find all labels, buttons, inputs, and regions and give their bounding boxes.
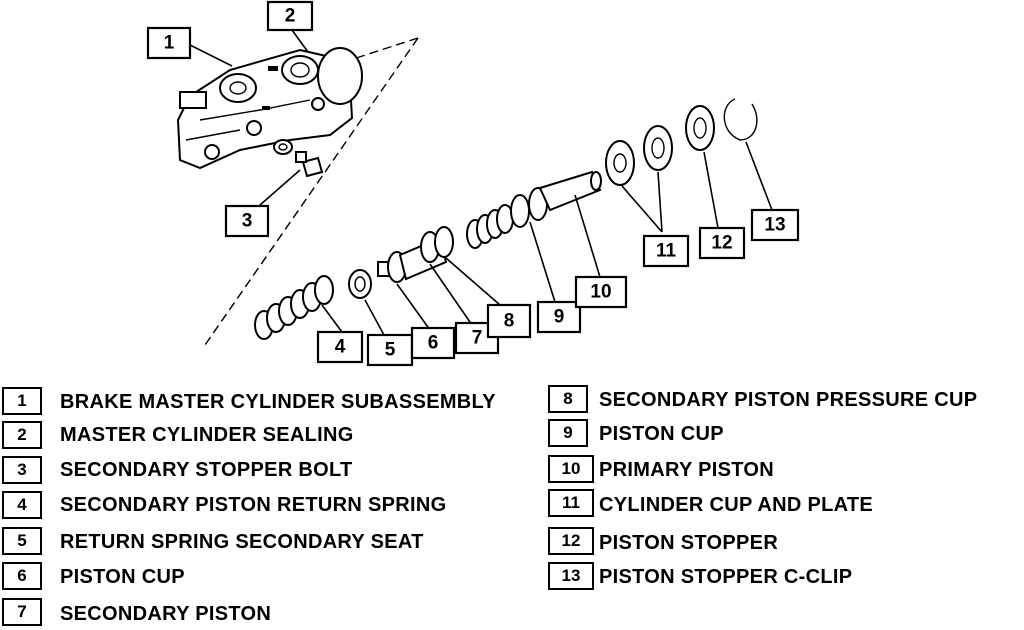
spring-seat [348,269,372,299]
legend-label: SECONDARY PISTON [60,603,272,625]
legend-label: PRIMARY PISTON [599,459,774,481]
sealing-ring [273,139,293,155]
svg-text:1: 1 [164,33,175,54]
piston-stopper [685,105,715,151]
legend-label: PISTON STOPPER [599,532,779,554]
svg-text:12: 12 [711,233,732,254]
legend-number-box: 8 [548,385,588,413]
legend-number-box: 1 [2,387,42,415]
c-clip [723,98,758,141]
callout-6: 6 [410,326,456,360]
primary-piston-assembly [466,170,602,249]
callout-8: 8 [486,303,532,339]
legend-label: MASTER CYLINDER SEALING [60,424,354,446]
svg-text:11: 11 [656,241,677,262]
callout-9: 9 [536,300,582,334]
svg-text:6: 6 [428,333,439,354]
secondary-piston [377,226,454,283]
legend-label: PISTON CUP [60,566,185,588]
svg-text:13: 13 [764,215,785,236]
stopper-bolt [295,151,324,178]
callout-1: 1 [146,26,192,60]
legend-number-box: 3 [2,456,42,484]
callout-3: 3 [224,204,270,238]
svg-text:9: 9 [554,307,565,328]
legend-number-box: 10 [548,455,594,483]
svg-text:5: 5 [385,340,396,361]
callout-13: 13 [750,208,800,242]
legend-label: PISTON STOPPER C-CLIP [599,566,853,588]
legend-label: BRAKE MASTER CYLINDER SUBASSEMBLY [60,391,496,413]
callout-10: 10 [574,275,628,309]
legend-number-box: 6 [2,562,42,590]
cylinder-plate [643,125,673,171]
legend-number-box: 7 [2,598,42,626]
legend-number-box: 2 [2,421,42,449]
legend-label: RETURN SPRING SECONDARY SEAT [60,531,424,553]
master-cylinder-body [176,47,363,170]
callout-11: 11 [642,234,690,268]
legend-number-box: 13 [548,562,594,590]
callout-4: 4 [316,330,364,364]
callout-12: 12 [698,226,746,260]
assembly-axis-line [204,37,419,346]
legend-number-box: 9 [548,419,588,447]
callout-2: 2 [266,0,314,32]
legend-label: SECONDARY STOPPER BOLT [60,459,353,481]
legend-number-box: 4 [2,491,42,519]
cylinder-cup [605,140,635,186]
leader-lines [189,29,773,336]
legend-number-box: 5 [2,527,42,555]
legend-number-box: 12 [548,527,594,555]
assembly-axis-line-top [349,37,419,61]
svg-text:2: 2 [285,6,296,27]
svg-text:3: 3 [242,211,253,232]
legend-number-box: 11 [548,489,594,517]
callout-5: 5 [366,333,414,367]
legend-label: SECONDARY PISTON PRESSURE CUP [599,389,978,411]
svg-text:10: 10 [590,282,611,303]
svg-text:8: 8 [504,311,515,332]
legend-label: SECONDARY PISTON RETURN SPRING [60,494,447,516]
legend-label: CYLINDER CUP AND PLATE [599,494,874,516]
return-spring [254,275,334,340]
legend-label: PISTON CUP [599,423,724,445]
svg-text:4: 4 [335,337,346,358]
svg-text:7: 7 [472,328,483,349]
